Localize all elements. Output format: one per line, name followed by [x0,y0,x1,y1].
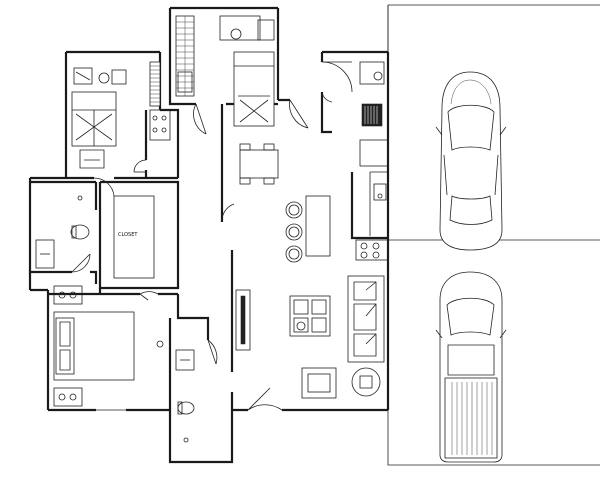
bedroom-bottom-left [53,285,164,407]
exterior-walls [28,6,390,464]
closet-label: CLOSET [118,232,138,238]
bedroom-top-left [71,61,171,169]
bedroom-top-middle [175,15,275,127]
pickup-truck-icon [435,271,507,463]
sedan-car-icon [435,71,507,251]
doors [71,61,353,411]
kitchen [285,61,389,263]
dining-set [239,143,279,185]
living-room [235,275,385,399]
bathroom-bottom [175,349,195,443]
closet: CLOSET [113,195,155,279]
bathroom-left [35,195,90,269]
